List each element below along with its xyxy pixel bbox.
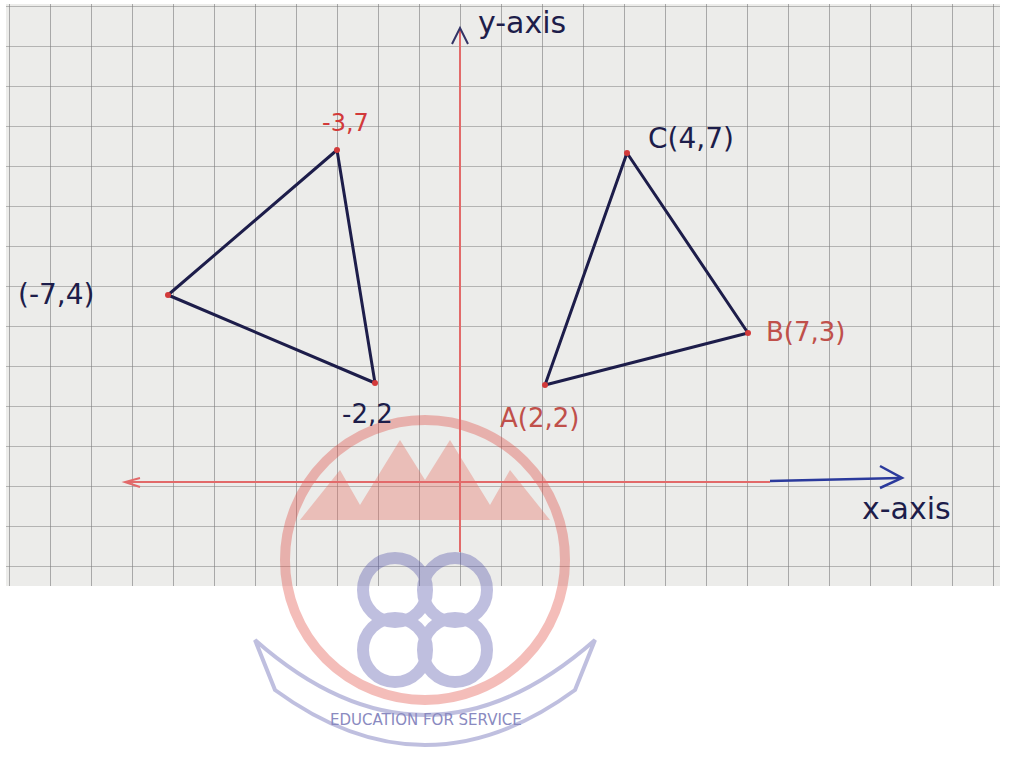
watermark: EDUCATION FOR SERVICE [330,712,522,729]
watermark-logo [255,420,595,745]
vertex-label: -2,2 [342,400,393,429]
x-axis-arrow [125,478,140,487]
vertex-label: A(2,2) [500,404,579,433]
x-axis-arrow [880,466,902,488]
axis-label: y-axis [478,6,566,39]
vertex-label: -3,7 [322,110,369,136]
vertex-label: C(4,7) [648,124,734,155]
vertex-dots [165,147,751,388]
triangle-image [168,150,375,383]
vertex-label: (-7,4) [18,280,94,311]
y-axis-line [459,30,461,552]
graph-paper [6,4,1000,586]
x-axis-line [125,481,770,483]
x-axis-line [770,478,900,481]
y-axis-arrow [452,28,468,44]
triangle-object [545,153,748,385]
axis-label: x-axis [862,492,951,525]
vertex-label: B(7,3) [766,318,845,347]
grid-lines [6,4,1000,586]
